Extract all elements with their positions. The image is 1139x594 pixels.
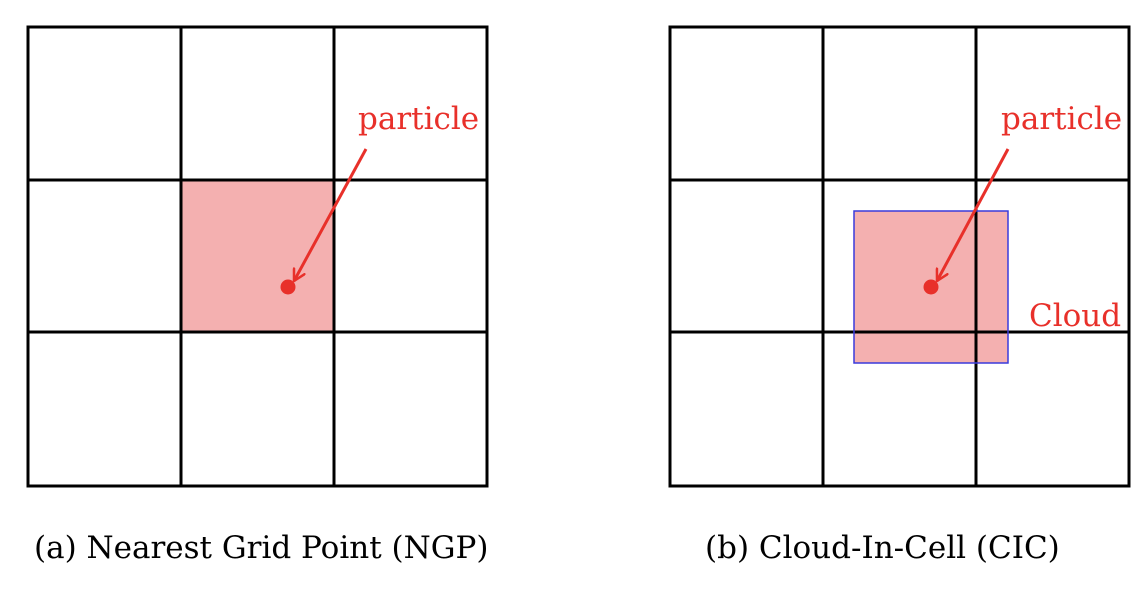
caption-cic: (b) Cloud-In-Cell (CIC): [705, 530, 1060, 566]
cic-cloud-border: [853, 210, 1009, 364]
cic-particle-arrow: [937, 148, 1010, 281]
ngp-grid: [26, 25, 489, 488]
panel-ngp: particle: [26, 25, 489, 488]
cic-particle-dot: [923, 279, 939, 295]
caption-ngp: (a) Nearest Grid Point (NGP): [34, 530, 489, 566]
panel-cic: particle Cloud: [668, 25, 1131, 488]
ngp-particle-dot: [280, 279, 296, 295]
cic-grid-border: [668, 25, 1131, 488]
cic-grid: [668, 25, 1131, 488]
ngp-particle-label: particle: [358, 101, 479, 137]
cic-particle-label: particle: [1001, 101, 1122, 137]
ngp-particle-arrow: [292, 148, 368, 281]
ngp-grid-border: [26, 25, 489, 488]
cic-cloud-label: Cloud: [1029, 298, 1121, 334]
ngp-assigned-cell: [181, 179, 334, 332]
